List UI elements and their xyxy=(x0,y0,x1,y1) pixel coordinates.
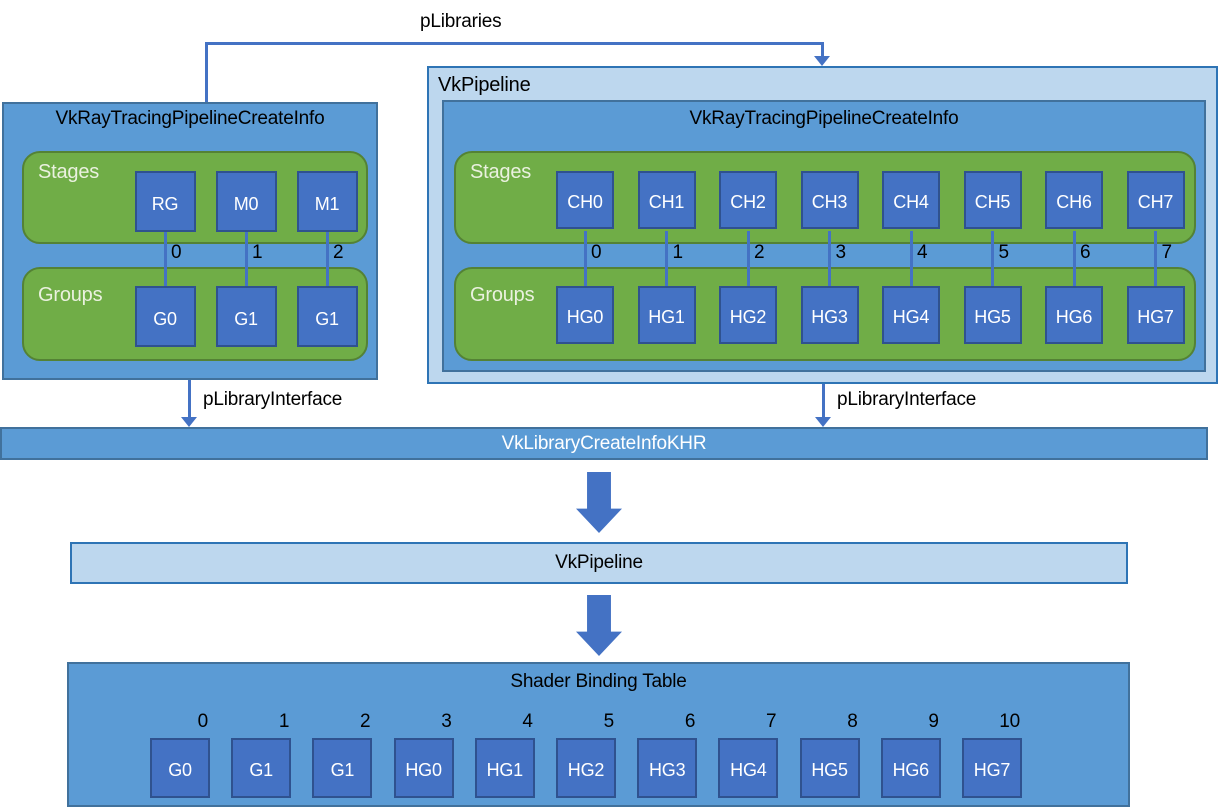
vkpipeline-bar-label: VkPipeline xyxy=(555,552,643,573)
group-cell: G1 xyxy=(296,286,358,347)
plibrary-interface-left-line xyxy=(188,380,191,418)
stage-cell: CH6 xyxy=(1045,171,1103,229)
group-cell: HG1 xyxy=(637,286,696,344)
link-index: 1 xyxy=(252,242,263,263)
right-stages-label: Stages xyxy=(470,161,532,183)
right-groups-label: Groups xyxy=(470,284,535,306)
link-index: 7 xyxy=(1161,242,1173,263)
sbt-cell: HG6 xyxy=(880,738,941,798)
plibraries-line-left-vertical xyxy=(205,42,208,103)
sbt-index: 10 xyxy=(999,711,1020,732)
left-groups-label: Groups xyxy=(38,284,103,306)
plibraries-arrowhead-icon xyxy=(814,56,830,66)
sbt-index: 0 xyxy=(197,711,209,732)
sbt-index: 4 xyxy=(522,711,533,732)
pipeline-library-title: VkPipeline xyxy=(438,74,531,96)
stage-group-link-line xyxy=(909,231,913,286)
plibrary-interface-left-label: pLibraryInterface xyxy=(203,389,343,410)
sbt-cell: G0 xyxy=(150,738,210,798)
stage-cell: RG xyxy=(134,171,196,232)
stage-group-link-line xyxy=(991,231,994,286)
stage-cell: CH2 xyxy=(719,171,777,229)
group-cell: G0 xyxy=(134,286,196,347)
sbt-cell: HG5 xyxy=(799,738,860,798)
sbt-cell: HG2 xyxy=(556,738,616,798)
sbt-index: 6 xyxy=(684,711,696,732)
group-cell: HG2 xyxy=(719,286,777,344)
vkpipeline-bar: VkPipeline xyxy=(70,542,1128,584)
sbt-index: 1 xyxy=(278,711,290,732)
stage-group-link-line xyxy=(1072,231,1076,286)
link-index: 6 xyxy=(1080,242,1091,263)
sbt-index: 2 xyxy=(360,711,371,732)
sbt-index: 3 xyxy=(441,711,452,732)
stage-group-link-line xyxy=(1154,231,1157,286)
shader-binding-table-title: Shader Binding Table xyxy=(510,671,687,692)
link-index: 3 xyxy=(835,242,847,263)
group-cell: HG5 xyxy=(963,286,1022,344)
stage-cell: CH5 xyxy=(963,171,1022,229)
stage-group-link-line xyxy=(325,231,329,286)
stage-group-link-line xyxy=(828,231,831,286)
plibrary-interface-right-arrowhead-icon xyxy=(815,417,831,427)
link-index: 0 xyxy=(171,242,182,263)
stage-cell: CH0 xyxy=(556,171,614,229)
right-create-info-title: VkRayTracingPipelineCreateInfo xyxy=(689,108,959,129)
link-index: 4 xyxy=(917,242,928,263)
stage-group-link-line xyxy=(163,231,167,286)
stage-cell: CH4 xyxy=(882,171,940,229)
group-cell: HG3 xyxy=(800,286,859,344)
sbt-cell: HG7 xyxy=(962,738,1022,798)
sbt-cell: HG0 xyxy=(393,738,454,798)
stage-group-link-line xyxy=(746,231,750,286)
stage-cell: CH7 xyxy=(1126,171,1185,229)
left-stages-label: Stages xyxy=(38,161,100,183)
group-cell: HG7 xyxy=(1126,286,1185,344)
plibraries-line-right-vertical xyxy=(821,42,824,58)
link-index: 1 xyxy=(672,242,684,263)
down-block-arrow-icon xyxy=(576,595,622,656)
stage-cell: M1 xyxy=(296,171,358,232)
link-index: 0 xyxy=(591,242,602,263)
library-create-info-label: VkLibraryCreateInfoKHR xyxy=(501,432,707,454)
sbt-cell: G1 xyxy=(312,738,373,798)
sbt-cell: HG1 xyxy=(474,738,535,798)
group-cell: HG0 xyxy=(556,286,614,344)
plibraries-label: pLibraries xyxy=(420,11,502,32)
sbt-index: 5 xyxy=(603,711,615,732)
stage-cell: M0 xyxy=(215,171,277,232)
plibraries-line-horizontal xyxy=(205,42,824,45)
sbt-index: 9 xyxy=(928,711,939,732)
link-index: 5 xyxy=(998,242,1010,263)
group-cell: HG6 xyxy=(1045,286,1103,344)
ray-tracing-library-title: VkRayTracingPipelineCreateInfo xyxy=(55,108,325,129)
sbt-index: 8 xyxy=(847,711,858,732)
stage-group-link-line xyxy=(244,231,248,286)
stage-group-link-line xyxy=(665,231,668,286)
group-cell: HG4 xyxy=(882,286,940,344)
plibrary-interface-right-label: pLibraryInterface xyxy=(837,389,977,410)
down-block-arrow-icon xyxy=(576,472,622,533)
link-index: 2 xyxy=(754,242,765,263)
plibrary-interface-left-arrowhead-icon xyxy=(181,417,197,427)
link-index: 2 xyxy=(333,242,344,263)
stage-group-link-line xyxy=(583,231,587,286)
sbt-cell: HG4 xyxy=(718,738,779,798)
plibrary-interface-right-line xyxy=(822,384,825,418)
sbt-cell: G1 xyxy=(231,738,292,798)
sbt-cell: HG3 xyxy=(637,738,698,798)
stage-cell: CH1 xyxy=(637,171,696,229)
library-create-info-bar: VkLibraryCreateInfoKHR xyxy=(0,427,1208,460)
stage-cell: CH3 xyxy=(800,171,859,229)
group-cell: G1 xyxy=(215,286,277,347)
sbt-index: 7 xyxy=(766,711,777,732)
